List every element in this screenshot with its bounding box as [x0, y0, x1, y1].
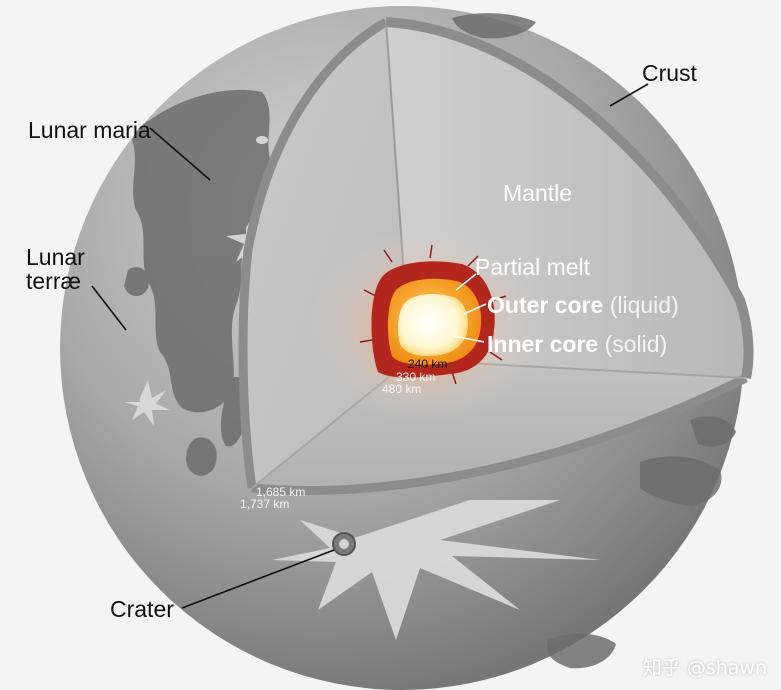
crater-pit: [332, 532, 356, 556]
crust-band-left: [238, 18, 389, 489]
partial-melt-leader: [455, 273, 477, 291]
inner-core-layer: [397, 294, 468, 356]
outer-core-label: Outer core (liquid): [487, 292, 679, 319]
inner-core-state: (solid): [604, 331, 668, 357]
crater-leader: [181, 549, 335, 609]
lunar-terrae-label-line2: terræ: [26, 268, 81, 294]
crust-leader: [609, 83, 649, 107]
partial-melt-label: Partial melt: [475, 254, 591, 280]
outer-core-state: (liquid): [609, 292, 679, 318]
radius-mantle-label: 1,685 km: [256, 485, 306, 499]
outer-core-name: Outer core: [487, 292, 604, 318]
terrae-leader: [91, 285, 127, 331]
small-crater-left: [256, 136, 268, 144]
core-leader-lines: [453, 273, 487, 343]
inner-core-leader: [453, 335, 485, 343]
lunar-terrae-label-line1: Lunar: [26, 244, 85, 270]
maria-leader: [149, 127, 211, 181]
lunar-maria-label: Lunar maria: [28, 117, 151, 143]
crust-band-bottom: [251, 373, 748, 496]
radius-outer-label: 330 km: [396, 370, 436, 384]
core-layers: [310, 225, 540, 425]
outer-core-leader: [463, 303, 487, 315]
crater-label: Crater: [110, 596, 174, 622]
partial-melt-spikes: [359, 244, 507, 385]
lunar-maria-patches: [124, 13, 736, 669]
radius-melt-label: 480 km: [382, 382, 422, 396]
radius-inner-label: 240 km: [408, 357, 448, 371]
inner-core-label: Inner core (solid): [487, 331, 667, 358]
leader-lines: [91, 83, 649, 609]
radius-surface-label: 1,737 km: [240, 497, 290, 511]
crust-label: Crust: [642, 60, 697, 86]
inner-core-name: Inner core: [487, 331, 599, 357]
mantle-label: Mantle: [503, 180, 573, 206]
crust-band: [385, 17, 754, 380]
watermark: 知乎 @shawn: [642, 657, 767, 679]
